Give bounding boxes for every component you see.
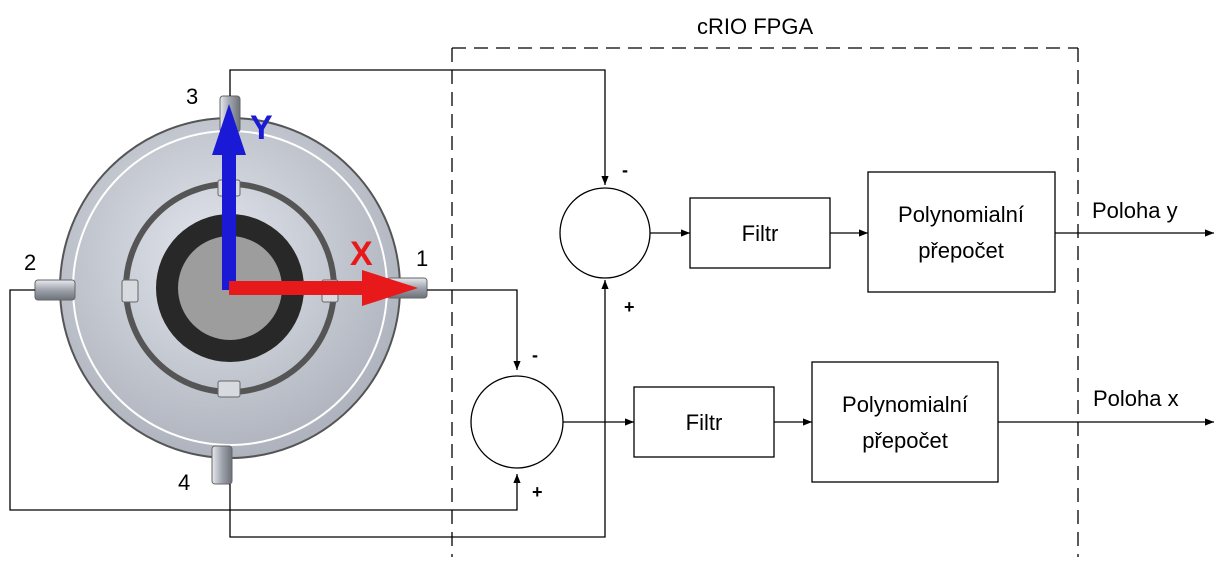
upper-summing-junction <box>559 187 651 279</box>
upper-converter-block <box>867 171 1056 293</box>
upper-chain: - + Filtr Polynomialní přepočet Poloha y <box>559 160 1178 317</box>
upper-filter-block <box>689 197 831 269</box>
upper-converter-label-line2: přepočet <box>918 238 1004 263</box>
wiring <box>9 69 1214 538</box>
lower-plus-sign: + <box>532 482 543 502</box>
probe-2-label: 2 <box>24 250 36 275</box>
probe-1-label: 1 <box>416 246 428 271</box>
inner-tab-left <box>121 279 139 303</box>
fpga-region: cRIO FPGA <box>451 14 1079 557</box>
upper-output-label: Poloha y <box>1092 198 1178 223</box>
probe-4 <box>211 445 233 485</box>
lower-output-label: Poloha x <box>1093 386 1179 411</box>
upper-converter-label-line1: Polynomialní <box>898 202 1024 227</box>
lower-converter-block <box>811 361 999 483</box>
fpga-label: cRIO FPGA <box>697 14 813 39</box>
y-axis-label: Y <box>250 109 273 147</box>
probe-2 <box>34 279 76 301</box>
lower-filter-block <box>633 386 775 458</box>
lower-minus-sign: - <box>532 345 538 365</box>
lower-chain: - + Filtr Polynomialní přepočet Poloha x <box>470 345 1179 502</box>
lower-summing-junction <box>470 375 564 469</box>
upper-plus-sign: + <box>624 297 635 317</box>
capacitive-sensor: Y X 1 2 3 4 <box>24 84 428 495</box>
wire-probe3-upper-minus <box>229 69 609 185</box>
probe-4-label: 4 <box>178 470 190 495</box>
upper-filter-label: Filtr <box>742 221 779 246</box>
x-axis-arrow <box>229 281 369 295</box>
y-axis-arrow <box>222 150 236 290</box>
wire-probe4-upper-plus <box>229 280 609 538</box>
wire-probe1-lower-minus <box>427 289 521 370</box>
x-axis-label: X <box>350 235 373 273</box>
wire-probe2-lower-plus <box>9 289 521 511</box>
probe-3-label: 3 <box>186 84 198 109</box>
lower-converter-label-line2: přepočet <box>862 428 948 453</box>
upper-minus-sign: - <box>622 160 628 180</box>
inner-tab-bottom <box>217 380 241 398</box>
lower-filter-label: Filtr <box>686 410 723 435</box>
lower-converter-label-line1: Polynomialní <box>842 392 968 417</box>
